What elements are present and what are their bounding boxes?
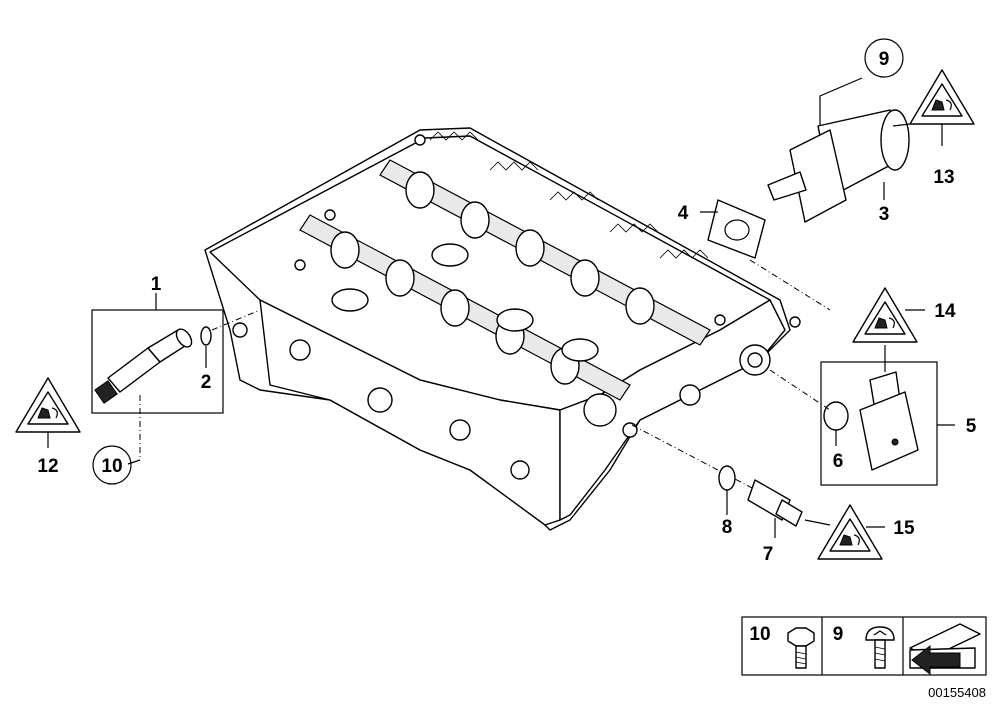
warning-triangle-14-icon <box>852 287 925 343</box>
eccentric-shaft-actuator-group <box>700 77 910 311</box>
direction-arrow-icon <box>909 623 981 676</box>
callout-4: 4 <box>678 203 689 224</box>
callout-6: 6 <box>833 451 844 472</box>
callout-12: 12 <box>37 456 58 477</box>
position-sensor-group <box>769 345 955 486</box>
legend-label-10: 10 <box>749 624 770 645</box>
callout-10: 10 <box>101 456 122 477</box>
solenoid-valve-group <box>91 293 261 465</box>
legend-label-9: 9 <box>833 624 844 645</box>
hex-bolt-icon <box>787 627 815 669</box>
part-5-frame-box <box>820 361 938 486</box>
callout-8: 8 <box>722 517 733 538</box>
callout-2: 2 <box>201 372 212 393</box>
callout-3: 3 <box>879 204 890 225</box>
callout-7: 7 <box>763 544 774 565</box>
callout-9: 9 <box>879 49 890 70</box>
part-1-frame-box <box>91 309 224 414</box>
callout-15: 15 <box>893 518 915 539</box>
warning-triangle-15-icon <box>817 504 885 560</box>
image-number: 00155408 <box>928 685 986 700</box>
callout-1: 1 <box>151 274 162 295</box>
callout-5: 5 <box>966 416 977 437</box>
callout-9-circle <box>864 38 904 78</box>
warning-triangle-13-icon <box>892 69 975 146</box>
torx-bolt-icon <box>865 626 895 669</box>
oil-pressure-switch-group <box>631 424 831 538</box>
cylinder-head-drawing <box>204 127 801 531</box>
callout-14: 14 <box>934 301 956 322</box>
callout-10-circle <box>92 445 132 485</box>
callout-13: 13 <box>933 167 954 188</box>
warning-triangle-12-icon <box>15 377 81 448</box>
fastener-legend: 10 9 <box>741 616 987 676</box>
